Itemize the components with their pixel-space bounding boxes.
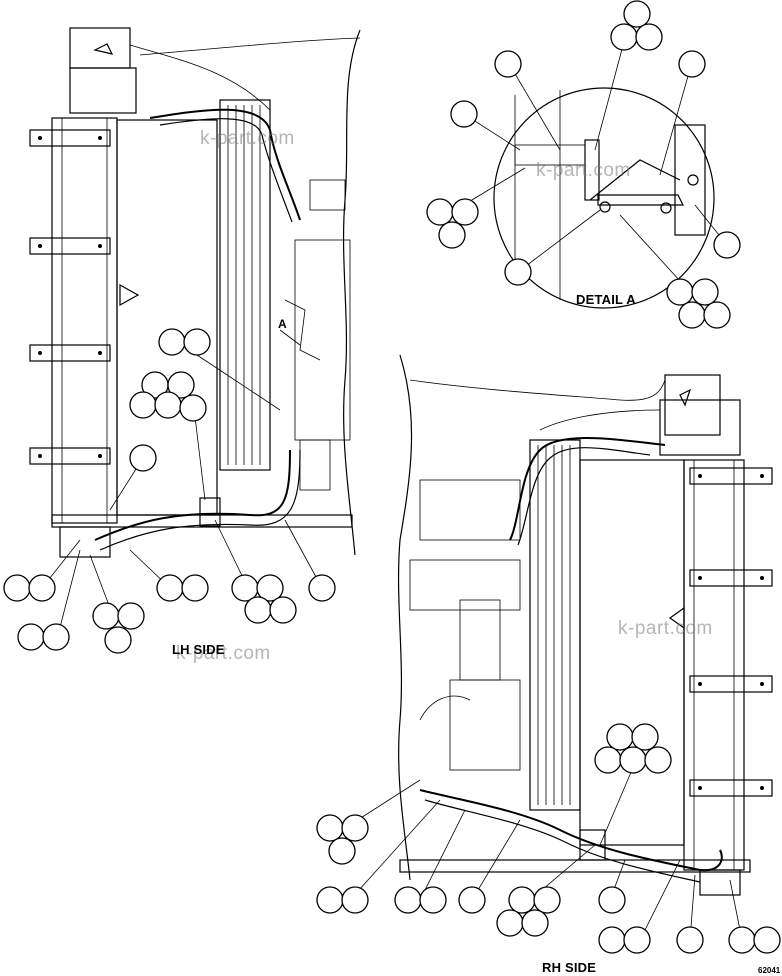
callout-bubble — [179, 394, 207, 422]
drawing-code: 62041 — [758, 966, 781, 975]
callout-bubble — [154, 391, 182, 419]
callout-bubble — [158, 328, 186, 356]
radiator-core — [219, 99, 271, 471]
detail-a-view — [493, 87, 715, 309]
rh-side-label: RH SIDE — [542, 960, 597, 975]
callout-bubble — [183, 328, 211, 356]
detail-a-label: DETAIL A — [576, 292, 636, 307]
watermark: k-part.com — [536, 160, 631, 181]
callout-bubble — [691, 278, 719, 306]
detail-marker: A — [278, 317, 287, 331]
callout-bubble — [104, 626, 132, 654]
callout-bubble — [678, 301, 706, 329]
callout-bubble — [644, 746, 672, 774]
callout-bubble — [181, 574, 209, 602]
rail-brackets — [29, 129, 111, 465]
leader-lines — [41, 37, 743, 941]
lh-side-label: LH SIDE — [172, 642, 225, 657]
callout-bubble — [496, 909, 524, 937]
callout-bubble — [598, 926, 626, 954]
callout-bubble — [117, 602, 145, 630]
callout-bubble — [713, 231, 741, 259]
callout-bubble — [129, 444, 157, 472]
callout-bubble — [521, 909, 549, 937]
callout-bubble — [341, 886, 369, 914]
callout-bubble — [458, 886, 486, 914]
callout-bubble — [256, 574, 284, 602]
callout-bubble — [17, 623, 45, 651]
rh-side-view — [397, 354, 773, 896]
callout-bubble — [606, 723, 634, 751]
rh-radiator-core — [529, 439, 581, 811]
callout-bubble — [426, 198, 454, 226]
watermark: k-part.com — [176, 643, 271, 664]
callout-bubble — [703, 301, 731, 329]
callout-bubble — [92, 602, 120, 630]
callout-bubble — [451, 198, 479, 226]
callout-bubble — [328, 837, 356, 865]
callout-bubble — [623, 926, 651, 954]
callout-bubble — [623, 0, 651, 28]
callout-bubble — [619, 746, 647, 774]
callout-bubble — [508, 886, 536, 914]
callout-bubble — [269, 596, 297, 624]
callout-bubble — [676, 926, 704, 954]
watermark: k-part.com — [618, 618, 713, 639]
rh-rail-brackets — [689, 467, 773, 797]
callout-bubble — [678, 50, 706, 78]
callout-bubble — [3, 574, 31, 602]
callout-bubble — [728, 926, 756, 954]
callout-bubble — [598, 886, 626, 914]
watermark: k-part.com — [200, 128, 295, 149]
callout-bubble — [494, 50, 522, 78]
callout-bubble — [316, 886, 344, 914]
callout-bubble — [504, 258, 532, 286]
callout-bubble — [635, 23, 663, 51]
callout-bubble — [594, 746, 622, 774]
callout-bubble — [244, 596, 272, 624]
callout-bubble — [666, 278, 694, 306]
callout-bubble — [419, 886, 447, 914]
callout-bubble — [316, 814, 344, 842]
callout-bubble — [129, 391, 157, 419]
callout-bubble — [450, 100, 478, 128]
callout-bubble — [28, 574, 56, 602]
callout-bubble — [167, 371, 195, 399]
callout-bubble — [42, 623, 70, 651]
callout-bubble — [308, 574, 336, 602]
callout-bubble — [156, 574, 184, 602]
callout-bubble — [438, 221, 466, 249]
callout-bubble — [631, 723, 659, 751]
lh-side-view — [29, 27, 361, 558]
callout-bubble — [610, 23, 638, 51]
callout-bubble — [533, 886, 561, 914]
callout-bubbles — [3, 0, 781, 954]
callout-bubble — [341, 814, 369, 842]
callout-bubble — [394, 886, 422, 914]
callout-bubble — [753, 926, 781, 954]
